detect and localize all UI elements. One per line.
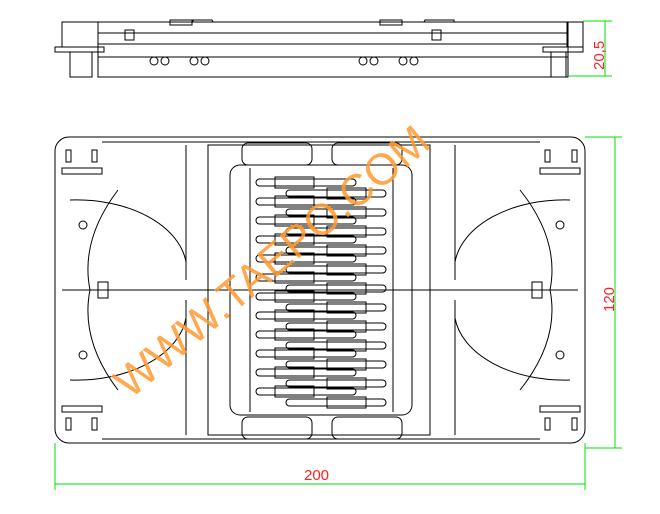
splice-holder-left xyxy=(274,385,315,398)
splice-slot-left xyxy=(255,292,357,301)
splice-holder-right xyxy=(326,396,367,409)
splice-slot-right xyxy=(285,341,387,350)
splice-holder-left xyxy=(274,347,315,360)
splice-holder-left xyxy=(274,176,315,189)
dimension-height-top: 120 xyxy=(585,136,622,449)
splice-slot-left xyxy=(255,330,357,339)
splice-slot-left xyxy=(255,368,357,377)
splice-holder-left xyxy=(274,233,315,246)
splice-holder-left xyxy=(274,290,315,303)
splice-slot-right xyxy=(285,303,387,312)
splice-slot-right xyxy=(285,322,387,331)
splice-slot-left xyxy=(255,311,357,320)
splice-holder-right xyxy=(326,320,367,333)
splice-slots xyxy=(255,176,387,409)
splice-slot-left xyxy=(255,387,357,396)
splice-slot-right xyxy=(285,379,387,388)
splice-slot-left xyxy=(255,197,357,206)
splice-slot-left xyxy=(255,178,357,187)
splice-holder-right xyxy=(326,282,367,295)
splice-holder-right xyxy=(326,206,367,219)
dimension-height-side: 20,5 xyxy=(568,20,612,77)
splice-holder-right xyxy=(326,225,367,238)
splice-slot-left xyxy=(255,273,357,282)
splice-slot-right xyxy=(285,360,387,369)
splice-holder-right xyxy=(326,263,367,276)
top-view xyxy=(54,136,586,444)
side-view xyxy=(54,19,584,78)
splice-slot-left xyxy=(255,254,357,263)
splice-slot-right xyxy=(285,227,387,236)
splice-holder-right xyxy=(326,187,367,200)
splice-holder-right xyxy=(326,339,367,352)
dimension-label-120: 120 xyxy=(601,287,618,312)
splice-slot-left xyxy=(255,349,357,358)
splice-holder-right xyxy=(326,301,367,314)
splice-slot-right xyxy=(285,189,387,198)
splice-slot-left xyxy=(255,235,357,244)
splice-holder-left xyxy=(274,328,315,341)
dimension-label-200: 200 xyxy=(304,467,329,484)
dimension-label-20-5: 20,5 xyxy=(591,41,608,70)
splice-slot-left xyxy=(255,216,357,225)
splice-holder-left xyxy=(274,252,315,265)
splice-slot-right xyxy=(285,284,387,293)
watermark: WWW.TAEPO.COM xyxy=(105,116,439,408)
splice-holder-right xyxy=(326,244,367,257)
splice-slot-right xyxy=(285,398,387,407)
splice-holder-left xyxy=(274,271,315,284)
dimension-width: 200 xyxy=(54,443,586,490)
splice-holder-right xyxy=(326,377,367,390)
splice-slot-right xyxy=(285,208,387,217)
splice-holder-left xyxy=(274,195,315,208)
splice-slot-right xyxy=(285,246,387,255)
splice-slot-right xyxy=(285,265,387,274)
splice-holder-right xyxy=(326,358,367,371)
splice-holder-left xyxy=(274,214,315,227)
splice-holder-left xyxy=(274,309,315,322)
splice-holder-left xyxy=(274,366,315,379)
